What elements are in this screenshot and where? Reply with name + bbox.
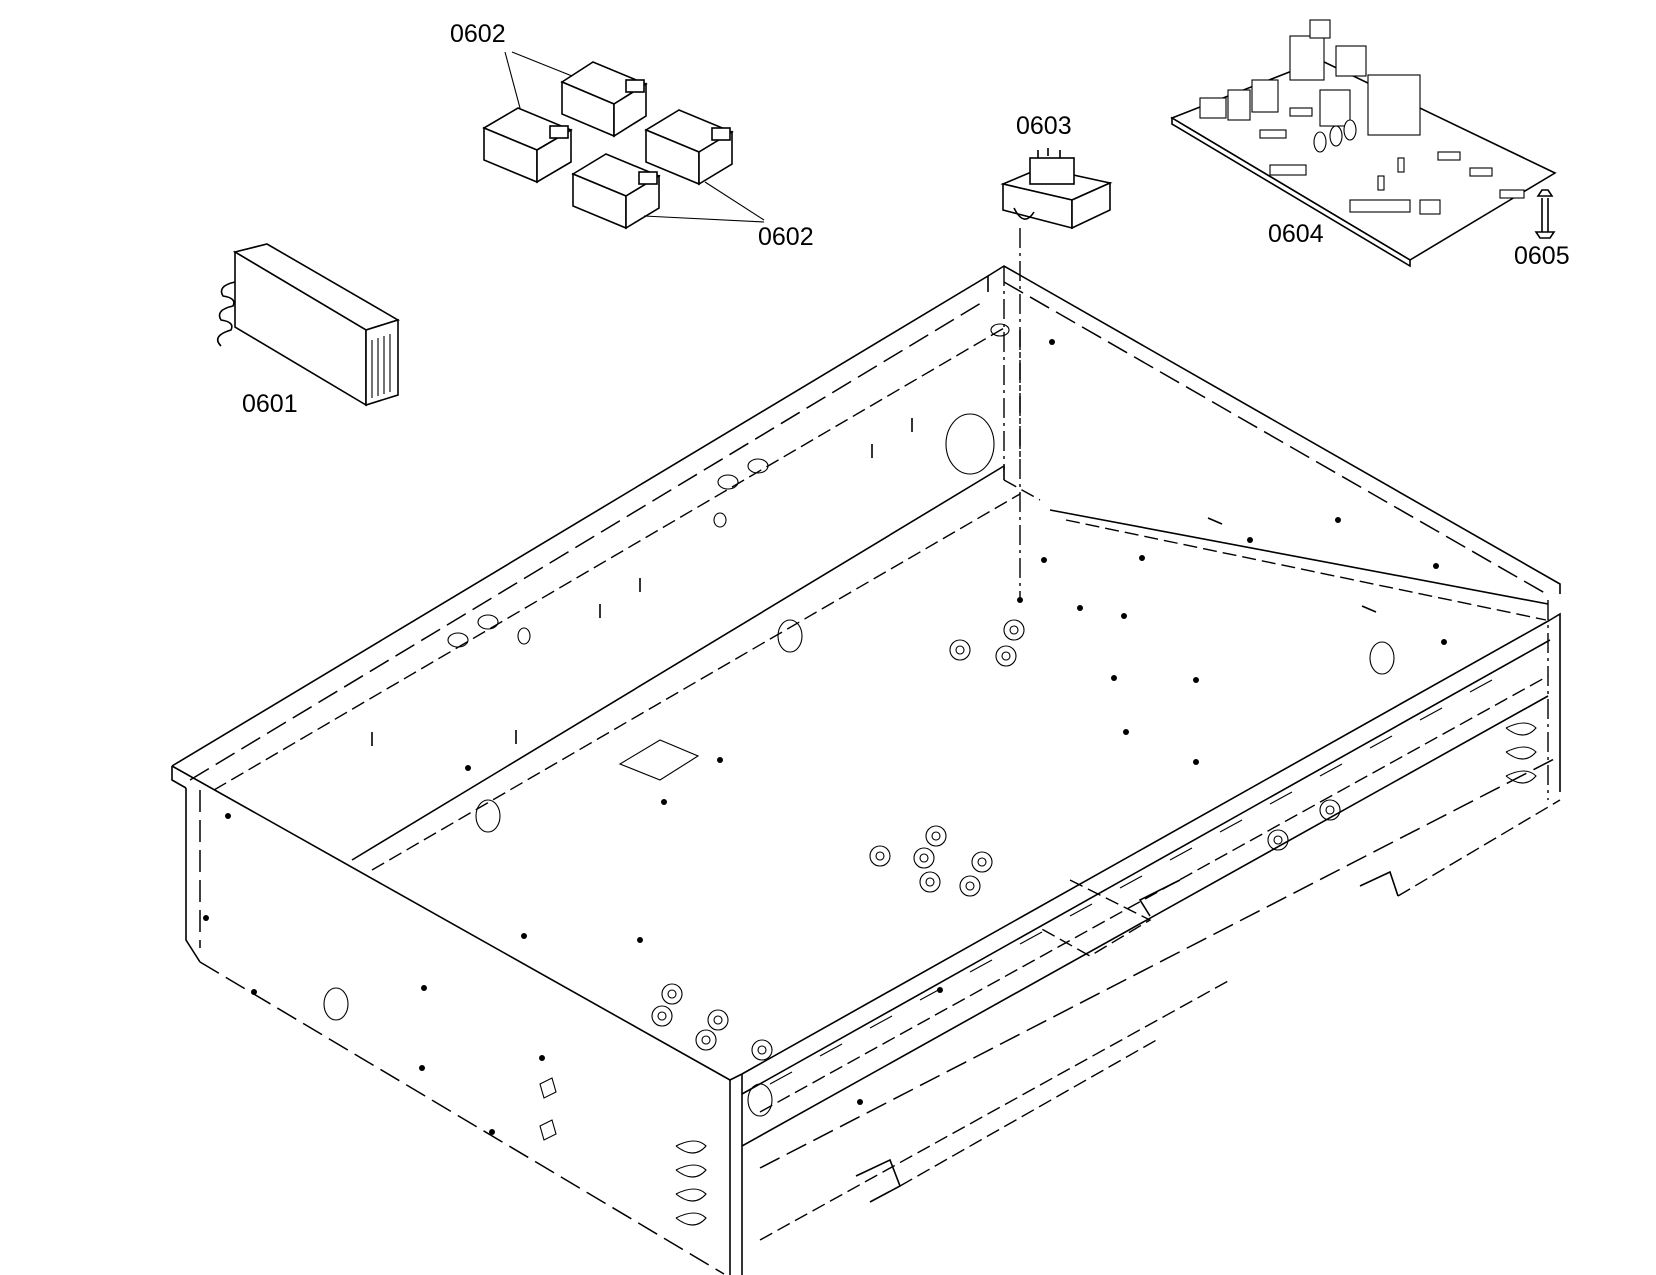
callout-0601: 0601 xyxy=(242,390,298,418)
part-0601-module[interactable] xyxy=(216,243,400,407)
relay-4[interactable] xyxy=(571,153,661,230)
part-0602-relays[interactable] xyxy=(482,51,765,230)
relay-3[interactable] xyxy=(644,109,734,186)
callout-0604: 0604 xyxy=(1268,220,1324,248)
part-0604-control-board[interactable] xyxy=(1170,19,1557,268)
callout-0602-bottom: 0602 xyxy=(758,223,814,251)
callout-0605: 0605 xyxy=(1514,242,1570,270)
part-0603-transformer[interactable] xyxy=(1000,148,1113,600)
relay-1[interactable] xyxy=(560,61,648,138)
relay-2[interactable] xyxy=(482,107,573,184)
callout-0602-top: 0602 xyxy=(450,20,506,48)
callout-0603: 0603 xyxy=(1016,112,1072,140)
chassis-housing xyxy=(171,265,1561,1275)
part-0605-standoff[interactable] xyxy=(1534,189,1556,239)
floor-grommets xyxy=(651,619,1341,1061)
